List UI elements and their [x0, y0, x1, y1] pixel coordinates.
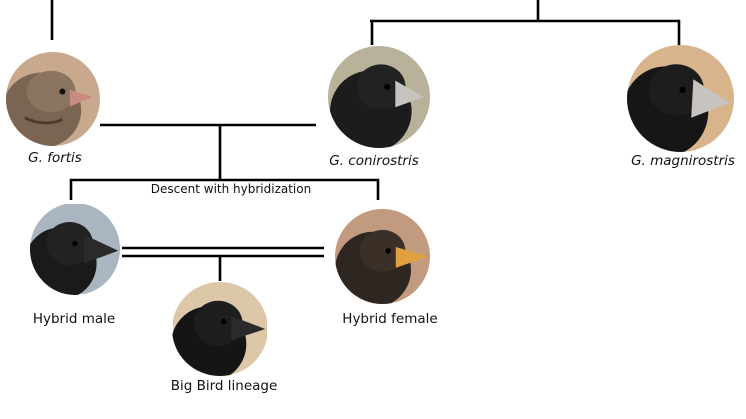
label-fortis: G. fortis [28, 150, 82, 166]
label-magnirostris: G. magnirostris [631, 153, 735, 169]
finch-conirostris-photo [328, 46, 430, 148]
label-conirostris: G. conirostris [329, 153, 419, 169]
finch-hybrid-male-photo [30, 203, 120, 295]
finch-big-bird-photo [172, 282, 268, 376]
finch-magnirostris-photo [627, 45, 734, 152]
label-big-bird: Big Bird lineage [170, 378, 278, 394]
label-hybrid-male: Hybrid male [32, 311, 116, 327]
finch-fortis-photo [6, 52, 100, 146]
descent-caption: Descent with hybridization [147, 182, 315, 196]
label-hybrid-female: Hybrid female [342, 311, 438, 327]
finch-hybrid-female-photo [335, 209, 430, 304]
